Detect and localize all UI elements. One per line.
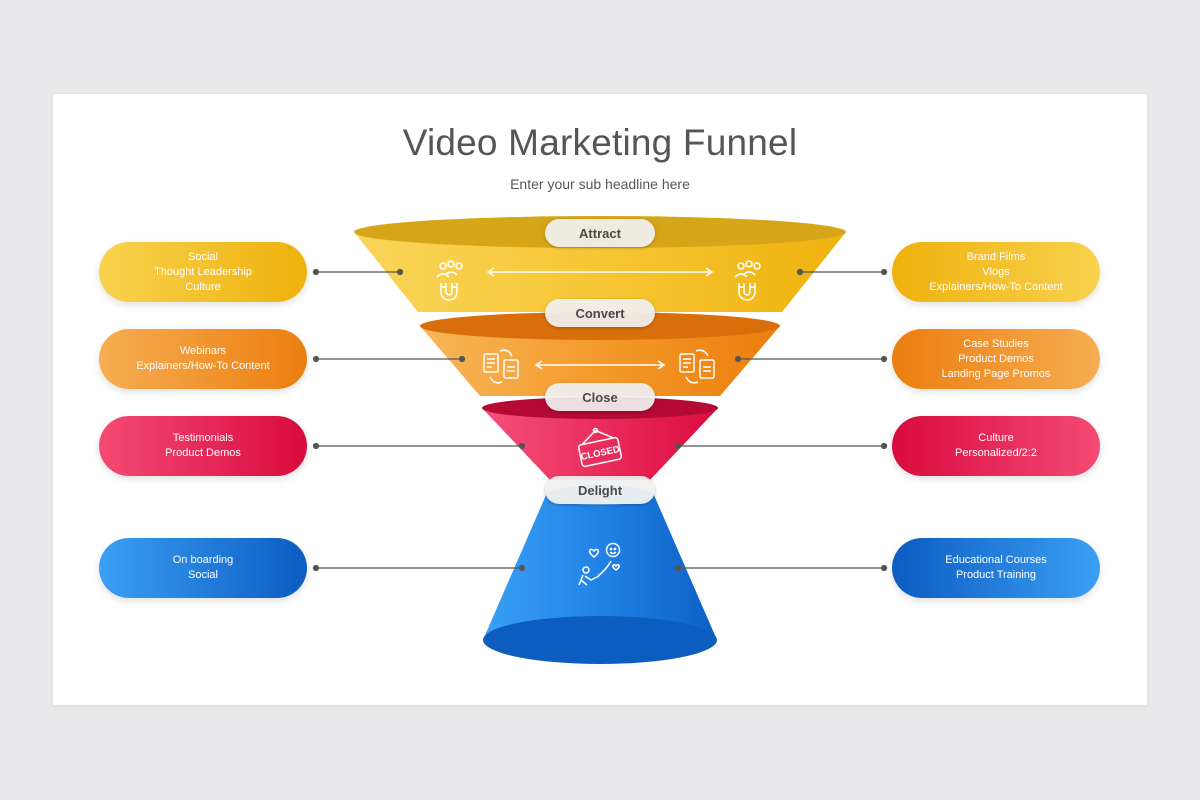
- pill-line: Personalized/2:2: [955, 447, 1037, 459]
- page-subtitle: Enter your sub headline here: [510, 176, 690, 192]
- pill-line: Product Training: [955, 569, 1037, 581]
- attract-right-pill: Brand Films Vlogs Explainers/How-To Cont…: [892, 242, 1100, 302]
- attract-left-pill: Social Thought Leadership Culture: [99, 242, 307, 302]
- documents-exchange-icon: [679, 349, 715, 384]
- double-arrow-attract: [486, 267, 714, 277]
- stage-label-convert: Convert: [545, 299, 655, 327]
- pill-line: Testimonials: [172, 432, 234, 444]
- page-title: Video Marketing Funnel: [402, 122, 798, 163]
- magnet-audience-icon: [734, 260, 761, 301]
- pill-line: Brand Films: [966, 250, 1026, 263]
- stage-label-delight: Delight: [545, 476, 655, 504]
- delight-left-pill: On boarding Social: [99, 538, 307, 598]
- pill-line: Vlogs: [982, 265, 1010, 278]
- pill-line: Webinars: [179, 345, 227, 357]
- close-right-pill: Culture Personalized/2:2: [892, 416, 1100, 476]
- magnet-audience-icon: [436, 260, 463, 301]
- pill-line: Educational Courses: [945, 554, 1047, 566]
- pill-line: Culture: [978, 432, 1014, 444]
- pill-line: Explainers/How-To Content: [136, 360, 270, 372]
- connectors-left: [312, 268, 526, 572]
- pill-line: On boarding: [172, 554, 234, 566]
- pill-line: Landing Page Promos: [941, 367, 1051, 380]
- convert-right-pill: Case Studies Product Demos Landing Page …: [892, 329, 1100, 389]
- stage-label-close: Close: [545, 383, 655, 411]
- pill-line: Explainers/How-To Content: [929, 280, 1063, 293]
- pill-line: Thought Leadership: [154, 265, 252, 278]
- pill-line: Case Studies: [963, 337, 1029, 350]
- double-arrow-convert: [534, 360, 666, 370]
- pill-line: Product Demos: [958, 352, 1034, 365]
- happy-climber-icon: [578, 542, 621, 586]
- pill-line: Social: [188, 250, 218, 263]
- pill-line: Culture: [185, 280, 221, 293]
- connectors-right: [674, 268, 888, 572]
- stage-label-attract: Attract: [545, 219, 655, 247]
- delight-right-pill: Educational Courses Product Training: [892, 538, 1100, 598]
- close-left-pill: Testimonials Product Demos: [99, 416, 307, 476]
- pill-line: Product Demos: [165, 447, 241, 459]
- documents-exchange-icon: [483, 349, 519, 384]
- convert-left-pill: Webinars Explainers/How-To Content: [99, 329, 307, 389]
- pill-line: Social: [188, 569, 218, 581]
